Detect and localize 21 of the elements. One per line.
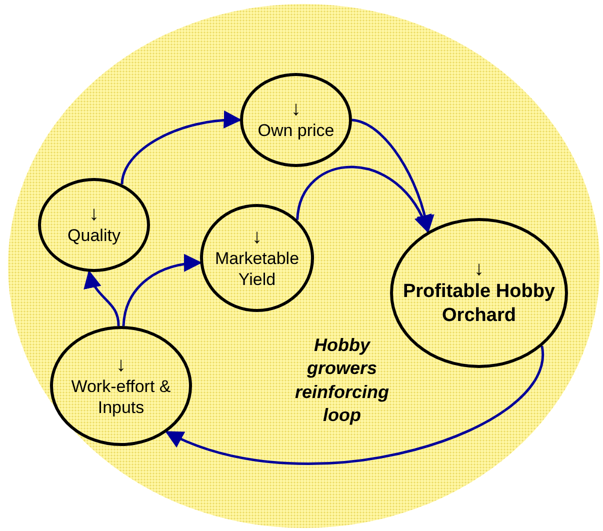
- down-arrow-symbol: ↓: [116, 354, 126, 376]
- variable-ellipse: [240, 73, 352, 167]
- variable-label: Work-effort & Inputs: [70, 376, 172, 418]
- down-arrow-symbol: ↓: [252, 226, 262, 248]
- down-arrow-symbol: ↓: [291, 98, 301, 120]
- variable-ellipse: [50, 326, 192, 446]
- down-arrow-symbol: ↓: [89, 203, 99, 226]
- loop-title: Hobby growers reinforcing loop: [294, 334, 390, 428]
- arrow: [84, 270, 120, 326]
- variable-label: Own price: [256, 120, 336, 142]
- arrow: [122, 254, 202, 326]
- down-arrow-symbol: ↓: [474, 258, 484, 280]
- variable-label: Marketable Yield: [214, 248, 300, 290]
- arrow: [120, 111, 242, 184]
- arrow: [164, 346, 544, 465]
- variable-ellipse: [38, 178, 150, 272]
- variable-label: Profitable Hobby Orchard: [402, 280, 556, 328]
- variable-ellipse: [390, 218, 568, 368]
- variable-label: Quality: [66, 225, 122, 247]
- variable-ellipse: [200, 204, 314, 312]
- arrow: [296, 166, 430, 234]
